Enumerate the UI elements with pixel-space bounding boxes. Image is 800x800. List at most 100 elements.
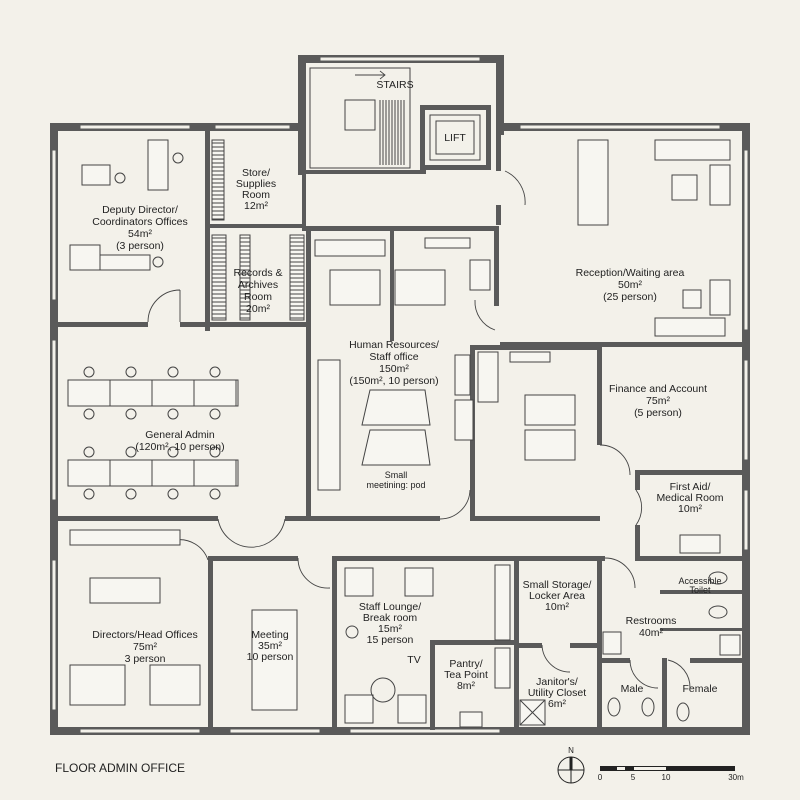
chair [83,488,95,500]
room-label-line: 75m² [646,395,670,407]
admin-desk-row [67,459,239,487]
room-label-stairs: STAIRS [376,79,413,91]
room-label-line: meetining: pod [366,480,425,490]
room-label-line: 10m² [678,503,702,515]
room-label-line: Janitor's/ [536,676,578,688]
room-label-line: (150m², 10 person) [349,375,438,387]
room-label-line: 50m² [618,279,642,291]
scale-tick-5: 5 [631,773,636,782]
room-label-line: Female [682,683,717,695]
exterior-walls [50,55,750,735]
room-label-line: (5 person) [634,407,682,419]
shelving [211,139,305,321]
lift [429,114,481,161]
chair [209,488,221,500]
chair [83,366,95,378]
room-label-line: First Aid/ [670,481,711,493]
room-label-line: Male [621,683,644,695]
room-label-male: Male [621,683,644,695]
shelf-unit [211,139,225,221]
room-label-line: Finance and Account [609,383,707,395]
chair [125,488,137,500]
room-label-line: 10m² [545,601,569,613]
room-label-line: 15m² [378,623,402,635]
chair [167,488,179,500]
chair [125,366,137,378]
room-label-line: Restrooms [626,615,677,627]
room-label-line: LIFT [444,132,466,144]
room-label-line: General Admin [145,429,215,441]
room-label-line: 150m² [379,363,409,375]
room-label-line: 35m² [258,640,282,652]
chair [167,408,179,420]
room-label-line: STAIRS [376,79,413,91]
room-labels: STAIRS LIFT Deputy Director/Coordinators O… [92,79,724,710]
room-label-line: Meeting [251,629,289,641]
room-label-line: (25 person) [603,291,657,303]
room-label-line: Store/ [242,167,270,179]
room-label-admin: General Admin(120m², 10 person) [135,429,224,453]
room-label-line: TV [407,654,420,666]
room-label-line: Staff Lounge/ [359,601,421,613]
room-label-line: 12m² [244,200,268,212]
room-label-line: Archives [238,279,278,291]
chair [209,408,221,420]
room-label-line: Small Storage/ [523,579,592,591]
compass-north-label: N [568,746,574,755]
chair [167,366,179,378]
room-label-line: Break room [363,612,418,624]
scale-tick-0: 0 [598,773,603,782]
room-label-line: Tea Point [444,669,488,681]
room-label-line: Human Resources/ [349,339,439,351]
chair [209,366,221,378]
chair [167,446,179,458]
admin-desk-row [67,379,239,407]
room-label-line: 15 person [367,634,414,646]
room-label-tv: TV [407,654,420,666]
room-label-lift: LIFT [444,132,466,144]
scale-bar: 0 5 10 30m [598,766,744,782]
scale-tick-10: 10 [662,773,671,782]
chair [125,446,137,458]
room-label-line: Supplies [236,178,276,190]
room-label-line: 75m² [133,641,157,653]
room-label-line: Locker Area [529,590,585,602]
room-label-line: 54m² [128,228,152,240]
room-label-line: 20m² [246,303,270,315]
room-label-line: 3 person [125,653,166,665]
stairs [309,67,411,169]
room-label-line: Toilet [689,585,711,595]
room-label-line: (3 person) [116,240,164,252]
north-compass: N [557,746,585,784]
room-label-line: Reception/Waiting area [576,267,685,279]
room-label-female: Female [682,683,717,695]
plan-title: FLOOR ADMIN OFFICE [55,761,185,775]
room-label-line: Room [242,189,270,201]
chair [125,408,137,420]
room-label-line: Pantry/ [449,658,482,670]
room-label-line: Accessible [678,576,721,586]
furniture [67,139,741,728]
scale-tick-30m: 30m [728,773,744,782]
room-label-line: (120m², 10 person) [135,441,224,453]
room-label-line: 10 person [247,651,294,663]
room-label-line: Deputy Director/ [102,204,178,216]
chair [209,446,221,458]
room-label-line: 6m² [548,698,567,710]
